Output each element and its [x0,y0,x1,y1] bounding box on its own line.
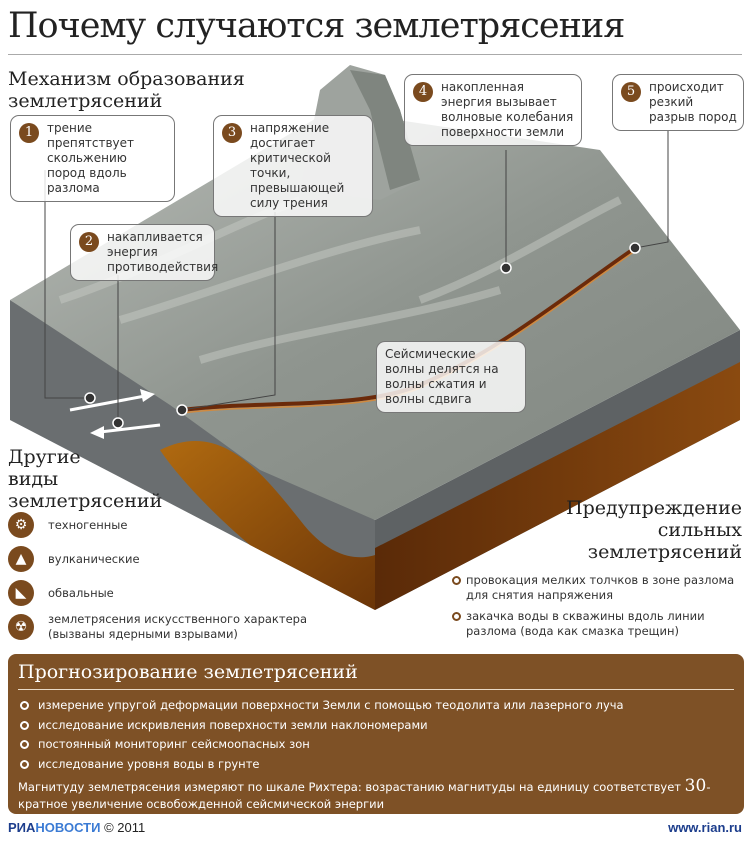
type-label: обвальные [48,585,114,600]
motion-arrow-right [69,394,146,412]
type-item: ◣ обвальные [8,580,338,606]
heading-line: Предупреждение [566,497,742,519]
leader-lines [44,130,669,423]
forecast-text: постоянный мониторинг сейсмоопасных зон [38,737,310,751]
step-number: 1 [19,123,39,143]
site-url[interactable]: www.rian.ru [668,820,742,835]
note-text: Магнитуду землетрясения измеряют по шкал… [18,780,685,794]
warning-text: провокация мелких толчков в зоне разлома… [466,573,735,602]
volcano-icon: ▲ [8,546,34,572]
type-label: техногенные [48,517,128,532]
bullet-icon [452,576,461,585]
heading-line: Другие [8,446,81,468]
type-label: землетрясения искусственного характера (… [48,612,307,641]
forecast-item: исследование искривления поверхности зем… [18,716,734,736]
step-number: 4 [413,82,433,102]
heading-line: виды [8,468,59,490]
warning-item: провокация мелких толчков в зоне разлома… [452,573,747,603]
forecast-panel: Прогнозирование землетрясений измерение … [8,654,744,814]
note-number: 30 [684,776,707,796]
type-item: ▲ вулканические [8,546,338,572]
heading-line: Механизм образования [8,68,245,90]
forecast-heading: Прогнозирование землетрясений [18,660,734,690]
block-top-surface [10,110,740,520]
forecast-item: измерение упругой деформации поверхности… [18,696,734,716]
gears-icon: ⚙ [8,512,34,538]
bullet-icon [20,759,29,769]
motion-arrow-left [99,423,161,434]
step-number: 2 [79,232,99,252]
copyright: © 2011 [104,820,146,835]
logo-ria: РИА [8,820,36,835]
note-text: -кратное увеличение освобожденной сейсми… [18,780,711,811]
step-text: накопленная энергия вызывает волновые ко… [441,80,574,139]
warning-heading: Предупреждение сильных землетрясений [566,497,742,563]
landslide-icon: ◣ [8,580,34,606]
arrowhead-left [90,426,104,439]
bullet-icon [20,701,29,710]
warning-list: провокация мелких толчков в зоне разлома… [452,573,747,645]
forecast-text: измерение упругой деформации поверхности… [38,698,624,712]
heading-line: землетрясений [587,541,742,563]
step-callout-5: 5 происходит резкий разрыв пород [612,74,744,131]
bullet-icon [20,740,29,749]
step-text: трение препятствует скольжению пород вдо… [47,121,135,195]
radiation-icon: ☢ [8,614,34,640]
mountain-shadow [350,70,420,190]
other-types-heading: Другие виды землетрясений [8,446,162,512]
step-number: 3 [222,123,242,143]
forecast-item: постоянный мониторинг сейсмоопасных зон [18,735,734,755]
forecast-list: измерение упругой деформации поверхности… [18,696,734,774]
step-text: накапливается энергия противодействия [107,230,219,274]
step-number: 5 [621,82,641,102]
step-callout-3: 3 напряжение достигает критической точки… [213,115,373,217]
step-callout-4: 4 накопленная энергия вызывает волновые … [404,74,582,146]
forecast-item: исследование уровня воды в грунте [18,755,734,775]
richter-note: Магнитуду землетрясения измеряют по шкал… [18,778,734,813]
step-callout-2: 2 накапливается энергия противодействия [70,224,219,281]
arrowhead-right [140,389,155,402]
warning-text: закачка воды в скважины вдоль линии разл… [466,609,705,638]
forecast-text: исследование уровня воды в грунте [38,756,260,771]
mechanism-heading: Механизм образования землетрясений [8,68,245,112]
heading-line: землетрясений [8,90,163,112]
heading-line: землетрясений [8,490,163,512]
warning-item: закачка воды в скважины вдоль линии разл… [452,609,747,639]
type-label: вулканические [48,551,140,566]
seismic-waves-note: Сейсмические волны делятся на волны сжат… [376,341,526,413]
brown-layer-left [160,440,375,610]
heading-line: сильных [657,519,742,541]
bullet-icon [452,612,461,621]
bullet-icon [20,720,29,730]
type-item: ☢ землетрясения искусственного характера … [8,612,338,642]
type-item: ⚙ техногенные [8,512,338,538]
point-markers [84,242,641,429]
brown-layer-right [375,362,740,610]
ria-novosti-logo: РИАНОВОСТИ © 2011 [8,820,145,835]
step-text: происходит резкий разрыв пород [649,80,737,124]
forecast-text: исследование искривления поверхности зем… [38,717,428,732]
title-divider [8,54,742,55]
logo-novosti: НОВОСТИ [35,820,101,835]
step-text: напряжение достигает критической точки, … [250,121,345,210]
other-types-list: ⚙ техногенные ▲ вулканические ◣ обвальные ☢… [8,512,338,648]
step-callout-1: 1 трение препятствует скольжению пород в… [10,115,175,202]
page-title: Почему случаются землетрясения [8,6,625,46]
